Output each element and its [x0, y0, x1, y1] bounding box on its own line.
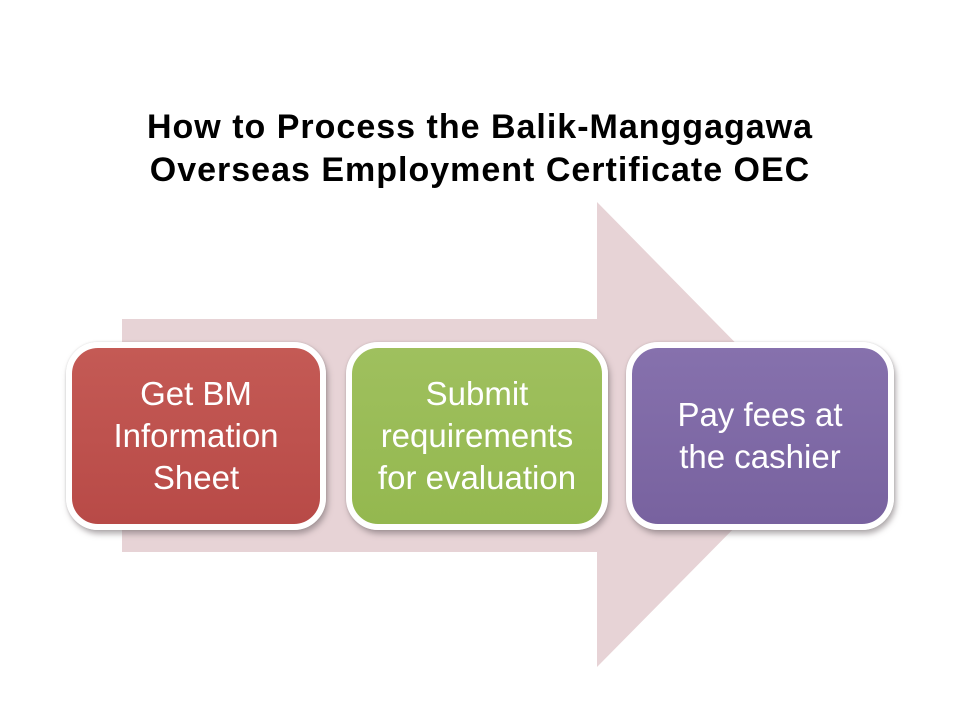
step-label: Submit requirements for evaluation	[378, 373, 576, 499]
slide-title-line-1: How to Process the Balik-Manggagawa	[146, 108, 814, 146]
step-label-line: for evaluation	[377, 459, 577, 496]
step-label-line: Pay fees at	[677, 396, 843, 433]
step-label-line: Submit	[425, 375, 529, 412]
step-label-line: Information	[113, 417, 279, 454]
process-step-submit-requirements: Submit requirements for evaluation	[346, 342, 608, 530]
step-label-line: Sheet	[152, 459, 240, 496]
step-label-line: the cashier	[679, 438, 841, 475]
step-label-line: Get BM	[140, 375, 252, 412]
slide-title-line-2: Overseas Employment Certificate OEC	[149, 151, 811, 189]
step-label: Pay fees at the cashier	[677, 394, 842, 478]
process-step-pay-fees: Pay fees at the cashier	[626, 342, 894, 530]
slide-title: How to Process the Balik-Manggagawa Over…	[0, 106, 960, 192]
step-label-line: requirements	[380, 417, 574, 454]
